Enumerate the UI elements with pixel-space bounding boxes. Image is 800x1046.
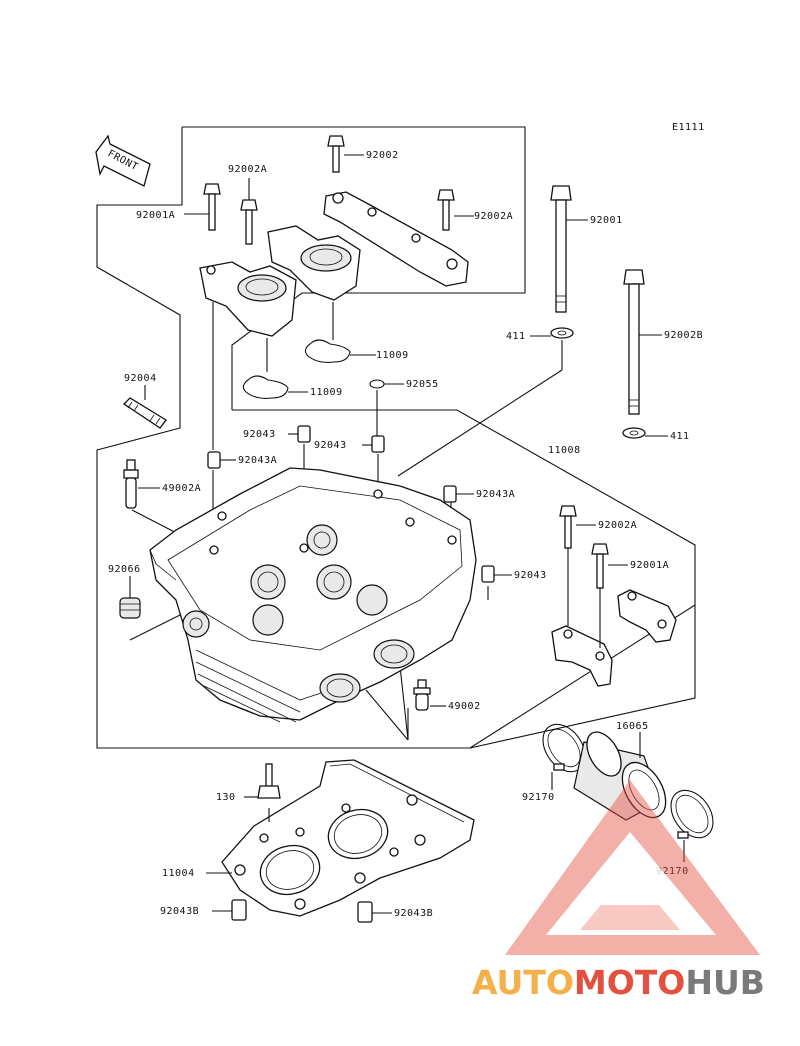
dowel-92043-b bbox=[362, 435, 385, 453]
grommet-92066 bbox=[119, 576, 141, 619]
assembly-boundary bbox=[96, 126, 696, 749]
label-92002: 92002 bbox=[366, 150, 399, 161]
plug-49002 bbox=[413, 679, 446, 711]
bolt-92002A-low bbox=[559, 505, 596, 549]
label-92170-a: 92170 bbox=[522, 792, 555, 803]
label-92043B-b: 92043B bbox=[394, 908, 433, 919]
dowel-92043-c bbox=[481, 565, 512, 583]
head-gasket-11004 bbox=[206, 759, 475, 917]
stud-92002B bbox=[623, 269, 662, 415]
label-92002A-low: 92002A bbox=[598, 520, 637, 531]
dowel-92043A-b bbox=[443, 485, 474, 503]
label-49002A: 49002A bbox=[162, 483, 201, 494]
gasket-11009-b bbox=[242, 375, 308, 399]
label-130: 130 bbox=[216, 792, 236, 803]
label-92001A-top: 92001A bbox=[136, 210, 175, 221]
washer-411-b bbox=[622, 427, 668, 439]
dowel-92043B-a bbox=[212, 899, 247, 921]
camshaft-cap-middle bbox=[267, 225, 361, 301]
bolt-92002A-right bbox=[437, 189, 474, 231]
label-92043-a: 92043 bbox=[243, 429, 276, 440]
dowel-92043B-b bbox=[357, 901, 392, 923]
ref-code: E1111 bbox=[672, 122, 705, 133]
stud-92004 bbox=[122, 385, 167, 429]
label-11009-b: 11009 bbox=[310, 387, 343, 398]
dowel-92043A-a bbox=[207, 451, 236, 469]
bolt-92002A-top bbox=[240, 178, 258, 245]
washer-411-a bbox=[530, 327, 574, 339]
watermark-text: AUTOMOTOHUB bbox=[472, 963, 765, 1002]
camshaft-cap-lower-right bbox=[617, 589, 677, 643]
label-92043A-b: 92043A bbox=[476, 489, 515, 500]
label-92004: 92004 bbox=[124, 373, 157, 384]
label-49002: 49002 bbox=[448, 701, 481, 712]
label-11004: 11004 bbox=[162, 868, 195, 879]
stud-92001 bbox=[550, 185, 588, 313]
label-92001A-low: 92001A bbox=[630, 560, 669, 571]
label-92002A-right: 92002A bbox=[474, 211, 513, 222]
label-92170-b: 92170 bbox=[656, 866, 689, 877]
label-92066: 92066 bbox=[108, 564, 141, 575]
clamp-92170-b bbox=[670, 789, 714, 862]
label-11008: 11008 bbox=[548, 445, 581, 456]
plug-49002A bbox=[123, 459, 160, 509]
gasket-11009-a bbox=[304, 339, 376, 363]
label-16065: 16065 bbox=[616, 721, 649, 732]
camshaft-cap-lower-left bbox=[551, 548, 613, 687]
front-arrow-icon: FRONT bbox=[95, 134, 151, 187]
oring-92055 bbox=[369, 379, 404, 389]
label-92043A-a: 92043A bbox=[238, 455, 277, 466]
label-92002A-top: 92002A bbox=[228, 164, 267, 175]
camshaft-cap-left bbox=[199, 261, 297, 337]
label-92043B-a: 92043B bbox=[160, 906, 199, 917]
watermark-moto: MOTO bbox=[574, 963, 685, 1002]
bolt-92002 bbox=[327, 135, 364, 173]
label-411-a: 411 bbox=[506, 331, 526, 342]
label-411-b: 411 bbox=[670, 431, 690, 442]
camshaft-holder-bar bbox=[323, 191, 469, 287]
label-92002B: 92002B bbox=[664, 330, 703, 341]
label-92001: 92001 bbox=[590, 215, 623, 226]
label-92055: 92055 bbox=[406, 379, 439, 390]
cylinder-head bbox=[149, 467, 477, 723]
watermark-hub: HUB bbox=[685, 963, 765, 1002]
watermark-logo bbox=[505, 780, 760, 955]
bolt-92001A-top bbox=[184, 183, 221, 231]
label-92043-b: 92043 bbox=[314, 440, 347, 451]
watermark-auto: AUTO bbox=[472, 963, 574, 1002]
intake-duct-16065 bbox=[573, 731, 667, 821]
bolt-92001A-low bbox=[591, 543, 628, 589]
label-92043-c: 92043 bbox=[514, 570, 547, 581]
label-11009-a: 11009 bbox=[376, 350, 409, 361]
bolt-130 bbox=[244, 763, 281, 822]
dowel-92043-a bbox=[288, 425, 311, 443]
